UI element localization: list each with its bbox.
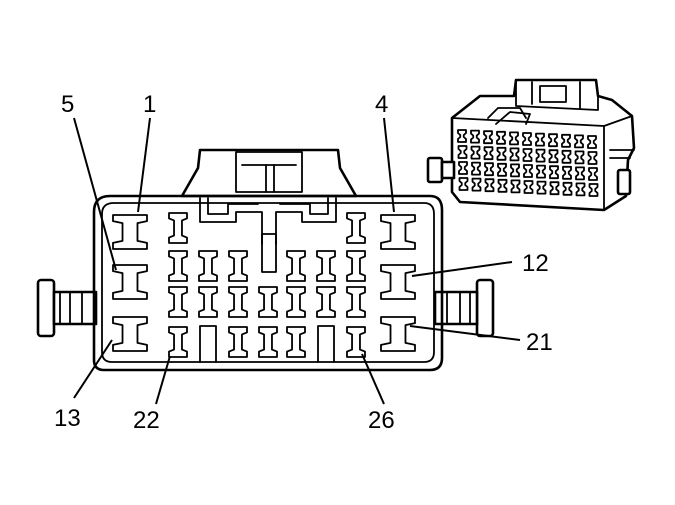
connector-face-view [36, 148, 495, 372]
iso-terminal-cavity [548, 149, 559, 164]
terminal-cavity-large [112, 214, 148, 250]
connector-iso-view [426, 78, 636, 212]
iso-terminal-cavity [535, 132, 545, 147]
iso-terminal-cavity [575, 166, 585, 181]
iso-terminal-cavity [497, 162, 507, 177]
iso-terminal-cavity [535, 148, 546, 163]
iso-terminal-cavity [471, 161, 481, 176]
iso-terminal-cavity [523, 164, 533, 178]
iso-terminal-cavity [575, 182, 586, 197]
pin-label-1: 1 [143, 91, 156, 118]
terminal-cavity-large [380, 316, 416, 352]
pin-label-12: 12 [522, 250, 549, 277]
iso-terminal-cavity [562, 165, 572, 180]
terminal-cavity-small [228, 326, 248, 358]
terminal-cavities [112, 212, 416, 358]
terminal-cavity-small [346, 212, 366, 244]
iso-terminal-cavity [497, 178, 508, 193]
leader-pin-12 [411, 261, 513, 277]
iso-terminal-cavity [522, 132, 532, 146]
leader-pin-4 [383, 117, 395, 213]
iso-terminal-cavity [509, 147, 520, 162]
iso-terminal-cavity [496, 130, 506, 145]
iso-terminal-cavity [483, 146, 494, 161]
iso-terminal-cavity [549, 165, 559, 180]
iso-terminal-cavity [510, 179, 521, 194]
iso-terminal-cavity [510, 163, 520, 178]
iso-terminal-cavity [484, 162, 494, 177]
iso-terminal-cavity [574, 134, 584, 149]
terminal-cavity-large [112, 316, 148, 352]
pin-label-26: 26 [368, 407, 395, 434]
terminal-cavity-small [286, 326, 306, 358]
leader-pin-13 [73, 339, 113, 399]
pin-label-5: 5 [61, 91, 74, 118]
iso-terminal-cavity [484, 178, 495, 193]
iso-terminal-cavity [458, 177, 469, 191]
terminal-cavity-small [168, 212, 188, 244]
right-latch-tab [433, 278, 495, 338]
connector-top-lock [180, 148, 358, 198]
iso-terminal-cavity [536, 164, 546, 179]
iso-terminal-cavity [457, 145, 468, 159]
terminal-cavity-small [198, 286, 218, 318]
leader-pin-26 [361, 353, 385, 405]
terminal-cavity-large [380, 214, 416, 250]
terminal-cavity-small [346, 326, 366, 358]
terminal-cavity-small [346, 250, 366, 282]
iso-terminal-cavity [588, 183, 599, 197]
iso-terminal-cavity [588, 167, 598, 181]
callout-labels: 1 5 4 12 21 13 22 26 [54, 91, 553, 434]
pin-label-22: 22 [133, 407, 160, 434]
terminal-cavity-small [286, 286, 306, 318]
iso-terminal-cavity [536, 180, 547, 195]
leader-pin-22 [155, 355, 171, 405]
terminal-cavity-small [198, 250, 218, 282]
iso-terminal-cavity [549, 181, 560, 196]
terminal-cavity-small [286, 250, 306, 282]
terminal-cavity-small [228, 286, 248, 318]
iso-terminal-cavity [471, 177, 482, 192]
callout-leaders [73, 117, 521, 405]
iso-terminal-cavity [483, 130, 493, 145]
pin-label-13: 13 [54, 405, 81, 432]
terminal-cavity-small [168, 286, 188, 318]
terminal-cavity-small [228, 250, 248, 282]
iso-terminal-cavity [548, 133, 558, 148]
terminal-cavity-small [258, 326, 278, 358]
terminal-cavity-small [346, 286, 366, 318]
center-key [199, 197, 337, 273]
terminal-cavity-small [168, 326, 188, 358]
iso-terminal-cavity [496, 146, 507, 161]
iso-terminal-cavity [561, 149, 572, 164]
terminal-cavity-large [112, 264, 148, 300]
iso-terminal-cavity [470, 129, 480, 144]
terminal-cavity-small [258, 286, 278, 318]
terminal-cavity-small [168, 250, 188, 282]
iso-terminal-cavity [562, 181, 573, 196]
iso-terminal-cavity [522, 148, 533, 162]
iso-terminal-cavity [470, 145, 481, 160]
connector-housing [92, 194, 444, 372]
leader-pin-5 [73, 117, 117, 271]
leader-pin-1 [137, 117, 151, 213]
iso-terminal-cavity [587, 135, 597, 149]
iso-terminal-cavity [457, 129, 467, 143]
pin-label-4: 4 [375, 91, 388, 118]
iso-terminal-cavity [587, 151, 598, 165]
iso-terminal-cavity [458, 161, 468, 175]
iso-terminal-cavity [561, 133, 571, 148]
iso-cavities [457, 129, 599, 197]
leader-pin-21 [409, 325, 521, 341]
pin-label-21: 21 [526, 329, 553, 356]
terminal-cavity-small [316, 286, 336, 318]
terminal-cavity-large [380, 264, 416, 300]
bottom-notches [199, 325, 335, 363]
iso-terminal-cavity [523, 180, 534, 194]
terminal-cavity-small [316, 250, 336, 282]
left-latch-tab [36, 278, 98, 338]
iso-terminal-cavity [509, 131, 519, 146]
iso-terminal-cavity [574, 150, 585, 165]
